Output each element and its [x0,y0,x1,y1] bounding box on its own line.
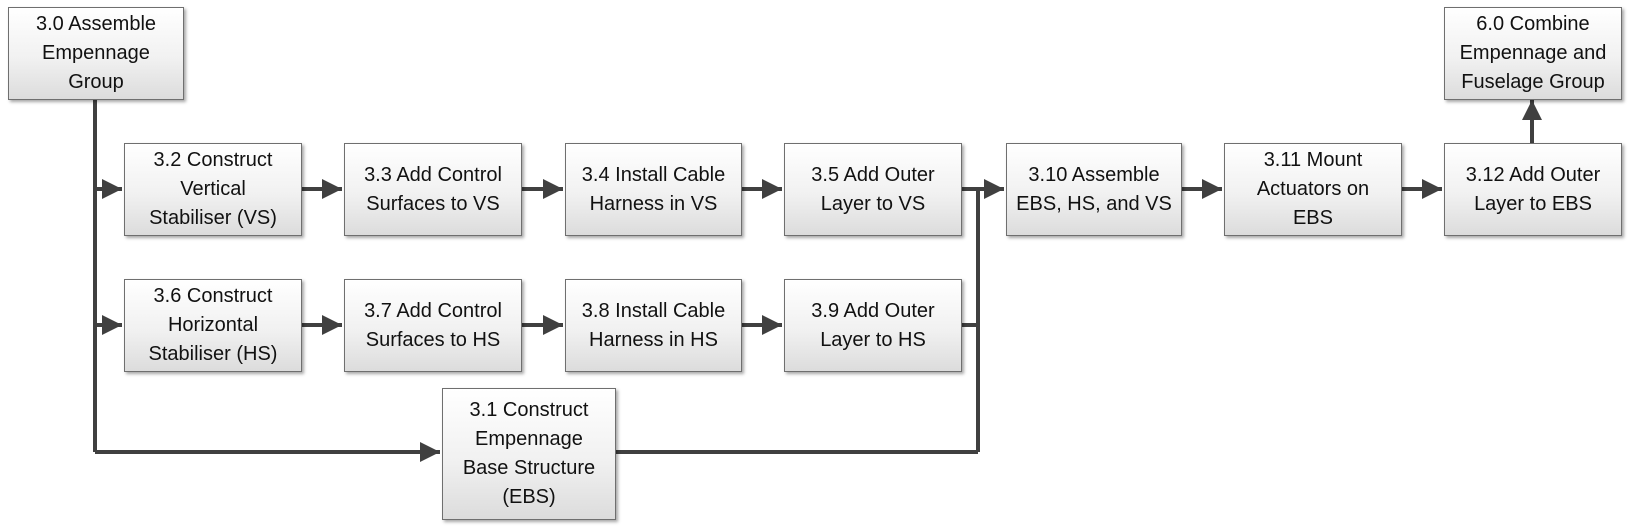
node-3-7-label: 3.7 Add Control Surfaces to HS [364,299,502,351]
node-3-11: 3.11 Mount Actuators on EBS [1224,143,1402,236]
node-6-0-label: 6.0 Combine Empennage and Fuselage Group [1459,13,1607,93]
node-3-9: 3.9 Add Outer Layer to HS [784,279,962,372]
node-3-0-label: 3.0 Assemble Empennage Group [35,13,157,93]
node-3-6-label: 3.6 Construct Horizontal Stabiliser (HS) [148,285,278,365]
node-3-5: 3.5 Add Outer Layer to VS [784,143,962,236]
node-3-4-label: 3.4 Install Cable Harness in VS [581,163,726,215]
node-3-10: 3.10 Assemble EBS, HS, and VS [1006,143,1182,236]
node-3-11-label: 3.11 Mount Actuators on EBS [1256,149,1370,229]
node-3-2: 3.2 Construct Vertical Stabiliser (VS) [124,143,302,236]
node-3-2-label: 3.2 Construct Vertical Stabiliser (VS) [149,149,277,229]
node-3-8: 3.8 Install Cable Harness in HS [565,279,742,372]
node-3-10-label: 3.10 Assemble EBS, HS, and VS [1016,163,1172,215]
node-3-9-label: 3.9 Add Outer Layer to HS [811,299,935,351]
node-3-3: 3.3 Add Control Surfaces to VS [344,143,522,236]
node-3-12: 3.12 Add Outer Layer to EBS [1444,143,1622,236]
node-3-6: 3.6 Construct Horizontal Stabiliser (HS) [124,279,302,372]
node-3-7: 3.7 Add Control Surfaces to HS [344,279,522,372]
node-3-1: 3.1 Construct Empennage Base Structure (… [442,388,616,520]
node-3-8-label: 3.8 Install Cable Harness in HS [581,299,726,351]
node-3-1-label: 3.1 Construct Empennage Base Structure (… [462,399,596,508]
node-6-0: 6.0 Combine Empennage and Fuselage Group [1444,7,1622,100]
node-3-4: 3.4 Install Cable Harness in VS [565,143,742,236]
node-3-3-label: 3.3 Add Control Surfaces to VS [364,163,502,215]
node-3-0: 3.0 Assemble Empennage Group [8,7,184,100]
node-3-5-label: 3.5 Add Outer Layer to VS [811,163,935,215]
node-3-12-label: 3.12 Add Outer Layer to EBS [1465,163,1601,215]
